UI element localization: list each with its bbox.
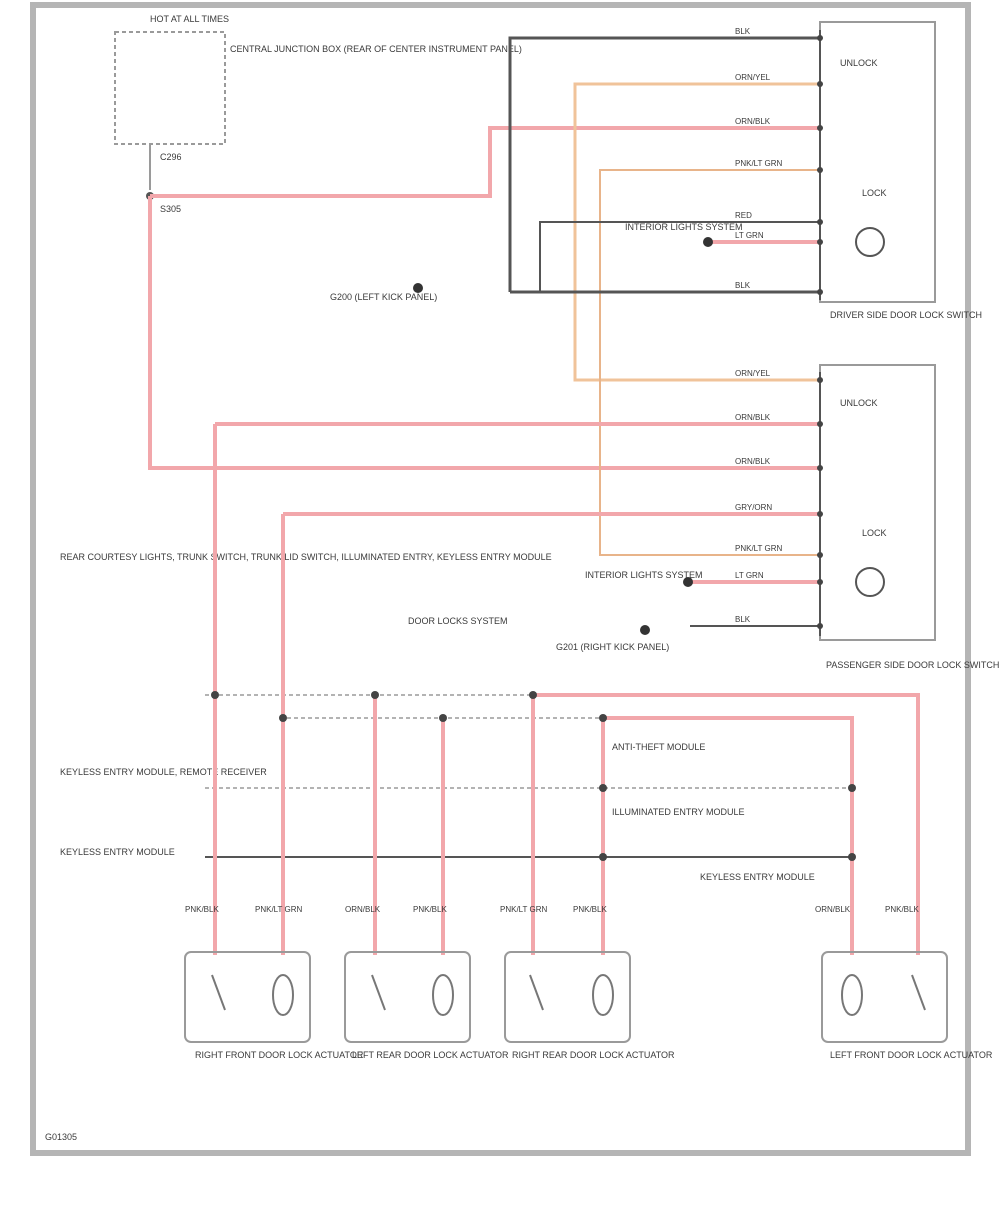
- driver-pin: [817, 239, 823, 245]
- ground-1-label: G200 (LEFT KICK PANEL): [330, 292, 437, 302]
- passenger-wire-label: ORN/BLK: [735, 457, 771, 466]
- passenger-pin: [817, 623, 823, 629]
- passenger-unlock-label: UNLOCK: [840, 398, 878, 408]
- actuator-2: LEFT REAR DOOR LOCK ACTUATOR ORN/BLK PNK…: [344, 905, 509, 1060]
- svg-text:ORN/BLK: ORN/BLK: [815, 905, 851, 914]
- svg-text:PNK/BLK: PNK/BLK: [185, 905, 219, 914]
- orange-wire-2: [599, 169, 820, 556]
- passenger-pin: [817, 465, 823, 471]
- right-note-2: ILLUMINATED ENTRY MODULE: [612, 807, 745, 817]
- vwire-d2: [603, 716, 854, 955]
- driver-unlock-label: UNLOCK: [840, 58, 878, 68]
- left-note-2: KEYLESS ENTRY MODULE, REMOTE RECEIVER: [60, 767, 267, 777]
- junction-dot: [848, 784, 856, 792]
- outer-frame: [30, 2, 971, 1156]
- junction-dot: [529, 691, 537, 699]
- actuator-1: RIGHT FRONT DOOR LOCK ACTUATOR PNK/BLK P…: [184, 905, 364, 1060]
- actuator-3: RIGHT REAR DOOR LOCK ACTUATOR PNK/LT GRN…: [500, 905, 675, 1060]
- actuator-4: LEFT FRONT DOOR LOCK ACTUATOR ORN/BLK PN…: [815, 905, 993, 1060]
- illum-pass-label: INTERIOR LIGHTS SYSTEM: [585, 570, 703, 580]
- driver-wire-label: ORN/BLK: [735, 117, 771, 126]
- passenger-wire-label: GRY/ORN: [735, 503, 772, 512]
- junction-dot: [599, 853, 607, 861]
- passenger-pin: [817, 377, 823, 383]
- center-note: DOOR LOCKS SYSTEM: [408, 616, 508, 626]
- passenger-wire-label: ORN/YEL: [735, 369, 771, 378]
- junction-dot: [211, 691, 219, 699]
- gray-wire-top: [508, 36, 820, 292]
- svg-text:RIGHT REAR DOOR LOCK ACTUATOR: RIGHT REAR DOOR LOCK ACTUATOR: [512, 1050, 675, 1060]
- fuse-block: [114, 31, 226, 145]
- junction-dot: [599, 714, 607, 722]
- left-note-3: KEYLESS ENTRY MODULE: [60, 847, 175, 857]
- driver-wire-labels: BLK ORN/YEL ORN/BLK PNK/LT GRN RED LT GRN BLK: [735, 27, 823, 295]
- driver-pin: [817, 35, 823, 41]
- driver-pin: [817, 125, 823, 131]
- feed-wire-top: [150, 126, 820, 198]
- driver-wire-label: PNK/LT GRN: [735, 159, 782, 168]
- figure-id: G01305: [45, 1132, 77, 1142]
- junction-dot: [848, 853, 856, 861]
- illum-pass-dot: [683, 577, 693, 587]
- svg-text:ORN/BLK: ORN/BLK: [345, 905, 381, 914]
- passenger-wire-label: BLK: [735, 615, 751, 624]
- passenger-wire-label: ORN/BLK: [735, 413, 771, 422]
- driver-wire-label: ORN/YEL: [735, 73, 771, 82]
- driver-wire-label: LT GRN: [735, 231, 764, 240]
- fuse-box-note: CENTRAL JUNCTION BOX (REAR OF CENTER INS…: [230, 44, 522, 54]
- driver-pin: [817, 289, 823, 295]
- passenger-pin: [817, 579, 823, 585]
- svg-text:PNK/LT GRN: PNK/LT GRN: [255, 905, 302, 914]
- junction-dot: [439, 714, 447, 722]
- right-note-1: ANTI-THEFT MODULE: [612, 742, 705, 752]
- svg-text:PNK/LT GRN: PNK/LT GRN: [500, 905, 547, 914]
- driver-switch-label: DRIVER SIDE DOOR LOCK SWITCH: [830, 310, 982, 320]
- svg-text:PNK/BLK: PNK/BLK: [885, 905, 919, 914]
- junction-dot: [371, 691, 379, 699]
- svg-text:PNK/BLK: PNK/BLK: [413, 905, 447, 914]
- junction-dot: [279, 714, 287, 722]
- passenger-lock-label: LOCK: [862, 528, 887, 538]
- junction-dot: [599, 784, 607, 792]
- ground-1-dot: [413, 283, 423, 293]
- svg-text:LEFT REAR DOOR LOCK ACTUATOR: LEFT REAR DOOR LOCK ACTUATOR: [352, 1050, 509, 1060]
- passenger-wire-label: PNK/LT GRN: [735, 544, 782, 553]
- driver-pin: [817, 81, 823, 87]
- ground-2-dot: [640, 625, 650, 635]
- svg-text:RIGHT FRONT DOOR LOCK ACTUATOR: RIGHT FRONT DOOR LOCK ACTUATOR: [195, 1050, 364, 1060]
- splice-id: S305: [160, 204, 181, 214]
- orange-wire-1: [573, 82, 820, 382]
- feed-wire-left: [148, 196, 820, 470]
- vwire-d1: [533, 693, 920, 955]
- driver-wire-label: BLK: [735, 281, 751, 290]
- passenger-pin: [817, 552, 823, 558]
- driver-pin: [817, 219, 823, 225]
- fuse-title: HOT AT ALL TIMES: [150, 14, 229, 24]
- passenger-wire-label: LT GRN: [735, 571, 764, 580]
- svg-text:PNK/BLK: PNK/BLK: [573, 905, 607, 914]
- illum-driver-label: INTERIOR LIGHTS SYSTEM: [625, 222, 743, 232]
- connector-id: C296: [160, 152, 182, 162]
- passenger-switch-label: PASSENGER SIDE DOOR LOCK SWITCH: [826, 660, 999, 670]
- gray-wire-mid: [539, 221, 820, 292]
- passenger-pin: [817, 511, 823, 517]
- driver-lock-label: LOCK: [862, 188, 887, 198]
- svg-text:LEFT FRONT DOOR LOCK ACTUATOR: LEFT FRONT DOOR LOCK ACTUATOR: [830, 1050, 993, 1060]
- driver-wire-label: BLK: [735, 27, 751, 36]
- passenger-lamp: [855, 567, 885, 597]
- driver-lamp: [855, 227, 885, 257]
- right-note-3: KEYLESS ENTRY MODULE: [700, 872, 815, 882]
- driver-wire-label: RED: [735, 211, 752, 220]
- illum-driver-dot: [703, 237, 713, 247]
- driver-pin: [817, 167, 823, 173]
- left-note-1: REAR COURTESY LIGHTS, TRUNK SWITCH, TRUN…: [60, 552, 552, 562]
- passenger-pin: [817, 421, 823, 427]
- ground-2-label: G201 (RIGHT KICK PANEL): [556, 642, 669, 652]
- passenger-wire-labels: ORN/YEL ORN/BLK ORN/BLK GRY/ORN PNK/LT GRN LT…: [735, 369, 823, 629]
